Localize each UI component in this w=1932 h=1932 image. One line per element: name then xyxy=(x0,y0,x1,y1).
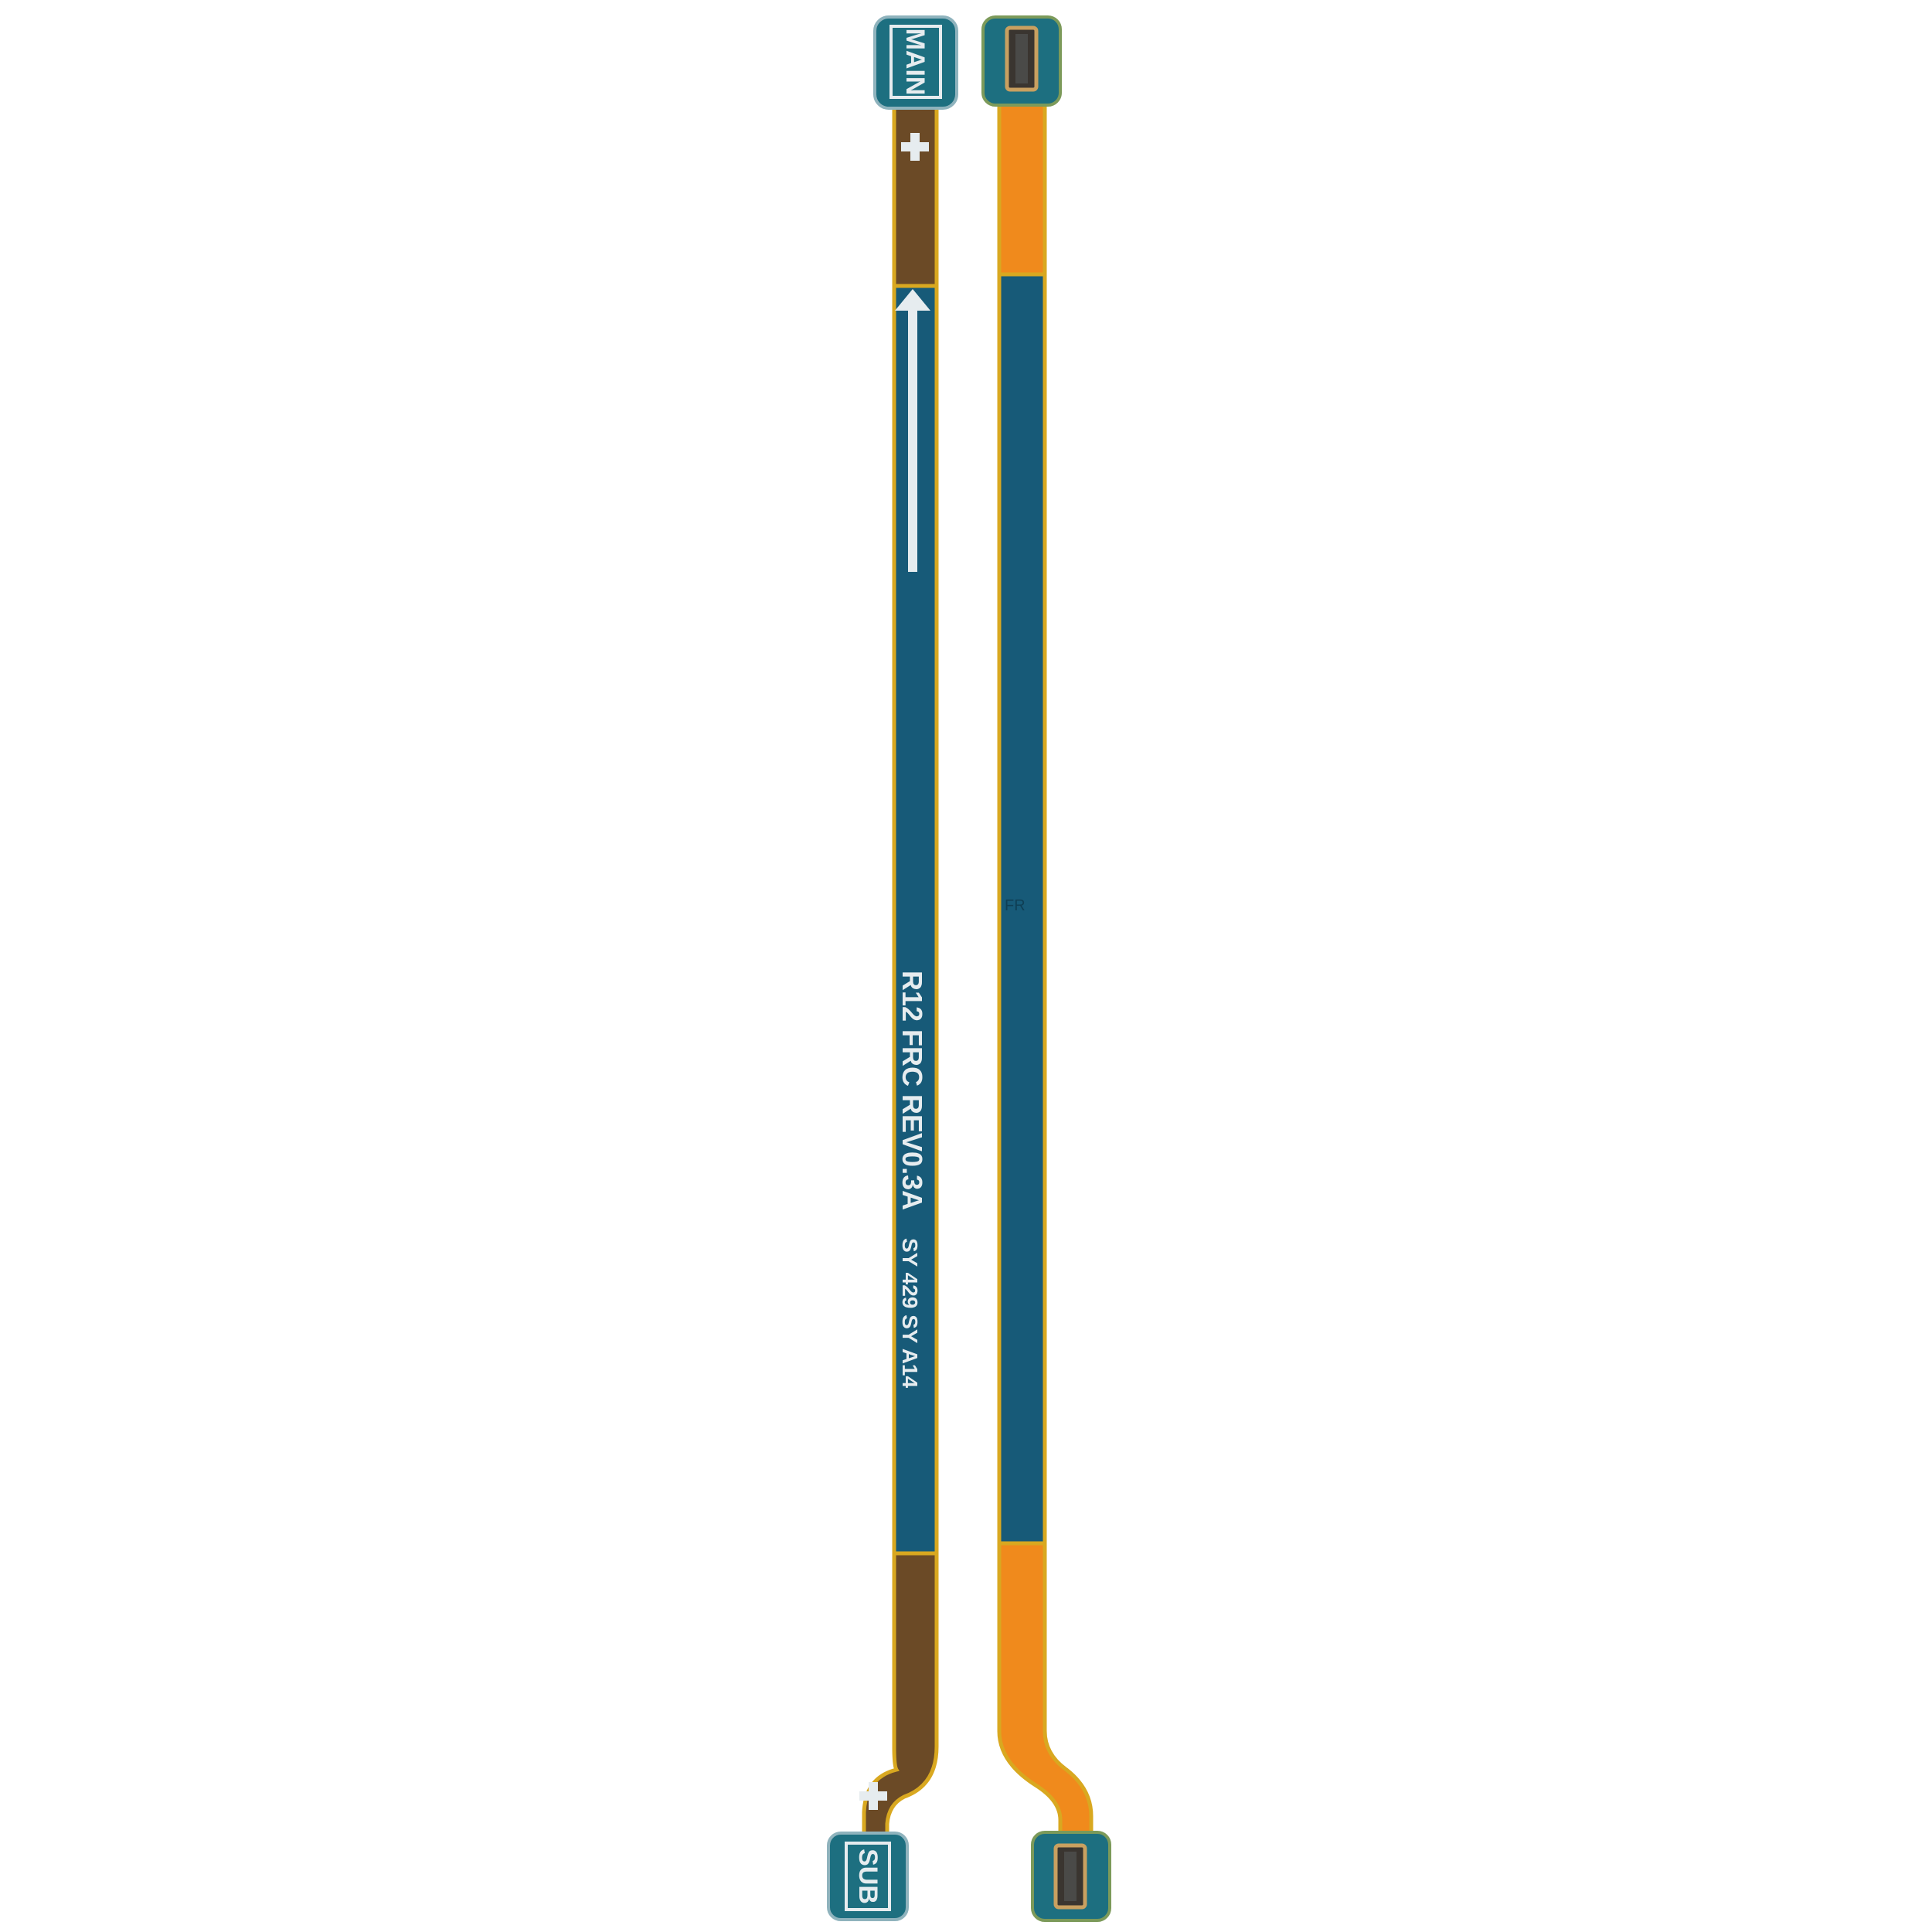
left-flex-cable: MAIN SUB R12 FRC REV0.3A SY 429 SY A14 xyxy=(827,15,958,1921)
sub-label-box xyxy=(845,1842,891,1911)
left-top-pad xyxy=(873,15,958,110)
right-cable-strip xyxy=(997,272,1047,1546)
arrow-up-icon xyxy=(895,289,930,572)
right-cable-marking: FR xyxy=(1005,897,1026,914)
left-cable-strip xyxy=(892,284,939,1556)
main-label: MAIN xyxy=(900,29,930,96)
main-label-box xyxy=(889,25,942,99)
right-cable-lower-flex xyxy=(997,1539,1094,1842)
right-flex-cable: FR xyxy=(981,15,1111,1922)
plus-marker-icon xyxy=(859,1782,887,1810)
left-cable-marking-secondary: SY 429 SY A14 xyxy=(898,1238,922,1389)
left-bottom-pad xyxy=(827,1832,909,1921)
board-connector-icon xyxy=(1053,1843,1087,1910)
plus-marker-icon xyxy=(901,133,929,161)
left-cable-marking: R12 FRC REV0.3A xyxy=(896,971,928,1210)
right-cable-upper-flex xyxy=(997,100,1047,282)
board-connector-icon xyxy=(1005,26,1039,92)
sub-label: SUB xyxy=(853,1849,883,1904)
